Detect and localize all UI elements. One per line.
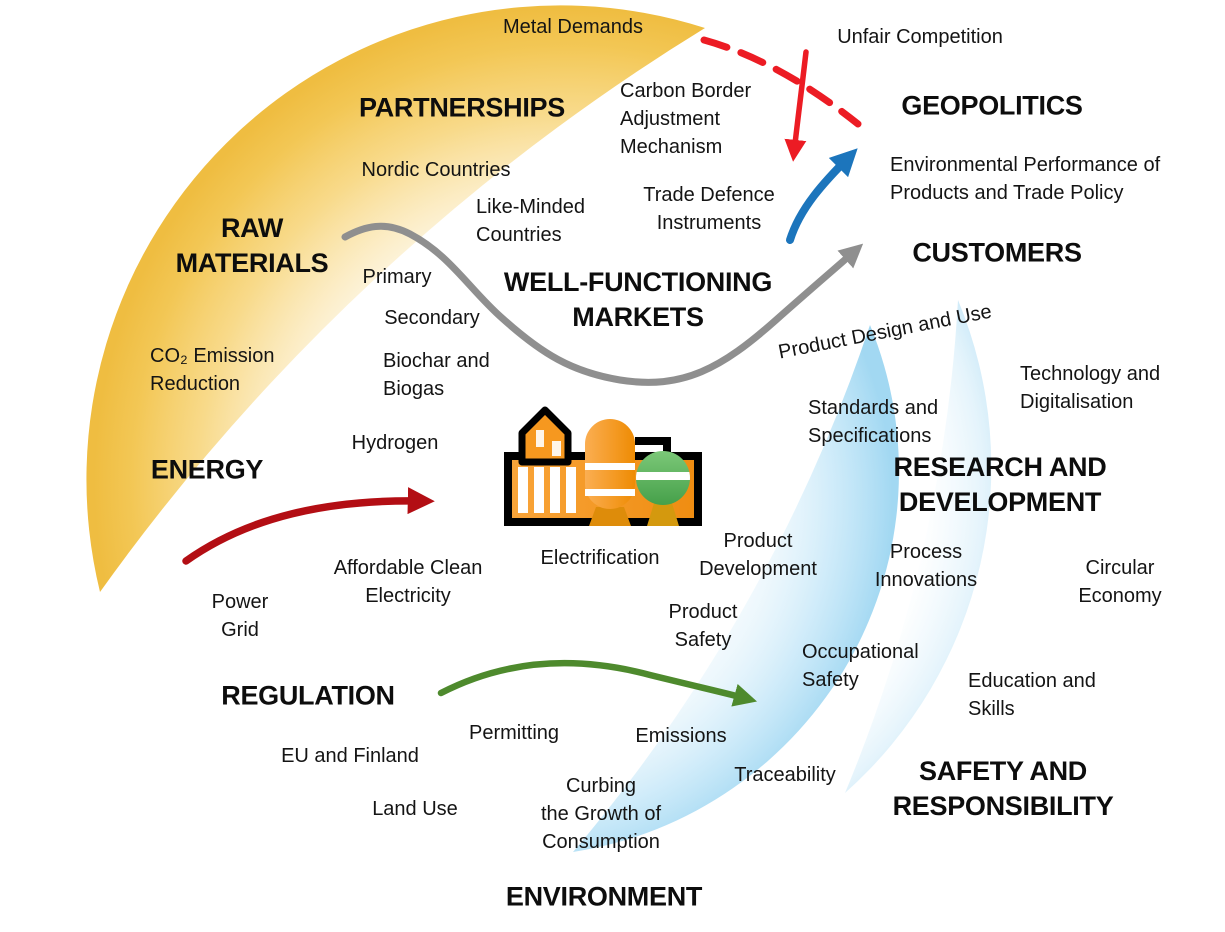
label-curbing-consumption: Curbing the Growth of Consumption xyxy=(540,775,662,853)
label-co2-emission-reduction: CO₂ Emission Reduction xyxy=(150,345,275,395)
label-like-minded: Like-Minded Countries xyxy=(476,196,585,246)
regulation-arrow xyxy=(437,659,758,707)
label-customers: CUSTOMERS xyxy=(912,237,1082,268)
blue-arc-outer xyxy=(845,300,992,793)
unfair-competition-dashed-arc xyxy=(700,36,862,128)
label-partnerships: PARTNERSHIPS xyxy=(359,92,565,123)
label-technology-digitalisation: Technology and Digitalisation xyxy=(1020,363,1161,413)
label-geopolitics: GEOPOLITICS xyxy=(901,90,1083,121)
label-product-development: Product Development xyxy=(699,530,817,580)
label-carbon-border: Carbon Border Adjustment Mechanism xyxy=(620,80,752,158)
label-land-use: Land Use xyxy=(372,798,458,820)
label-nordic-countries: Nordic Countries xyxy=(361,159,511,181)
label-biochar-biogas: Biochar and Biogas xyxy=(383,350,490,400)
label-primary: Primary xyxy=(362,266,432,288)
label-environment: ENVIRONMENT xyxy=(505,881,703,912)
energy-arrow xyxy=(182,487,435,565)
label-emissions: Emissions xyxy=(635,725,727,747)
label-occupational-safety: Occupational Safety xyxy=(802,641,919,691)
label-secondary: Secondary xyxy=(384,307,480,329)
label-education-skills: Education and Skills xyxy=(968,670,1096,720)
unfair-competition-block-arrow xyxy=(784,49,809,162)
label-eu-and-finland: EU and Finland xyxy=(281,745,419,767)
factory-icon xyxy=(504,406,702,526)
label-well-functioning-markets: WELL-FUNCTIONING MARKETS xyxy=(503,267,773,332)
label-process-innovations: Process Innovations xyxy=(874,541,978,591)
label-trade-defence: Trade Defence Instruments xyxy=(643,184,775,234)
label-safety-responsibility: SAFETY AND RESPONSIBILITY xyxy=(892,756,1114,821)
label-affordable-clean-electricity: Affordable Clean Electricity xyxy=(333,557,483,607)
yellow-arc xyxy=(86,5,706,592)
label-permitting: Permitting xyxy=(468,722,560,744)
label-env-performance: Environmental Performance of Products an… xyxy=(890,154,1161,204)
blue-arc xyxy=(573,325,899,852)
label-circular-economy: Circular Economy xyxy=(1078,557,1162,607)
label-electrification: Electrification xyxy=(540,547,660,569)
label-hydrogen: Hydrogen xyxy=(351,432,439,454)
label-research-development: RESEARCH AND DEVELOPMENT xyxy=(893,452,1107,517)
label-metal-demands: Metal Demands xyxy=(502,16,644,38)
label-unfair-competition: Unfair Competition xyxy=(837,26,1003,48)
label-power-grid: Power Grid xyxy=(211,591,269,641)
label-raw-materials: RAW MATERIALS xyxy=(175,213,329,278)
label-regulation: REGULATION xyxy=(221,680,395,711)
label-traceability: Traceability xyxy=(734,764,836,786)
label-energy: ENERGY xyxy=(150,454,264,485)
market-flow-arrow xyxy=(341,222,864,386)
geopolitics-blue-arrow xyxy=(786,148,858,244)
label-standards-specifications: Standards and Specifications xyxy=(808,397,939,447)
label-product-safety: Product Safety xyxy=(668,601,738,651)
